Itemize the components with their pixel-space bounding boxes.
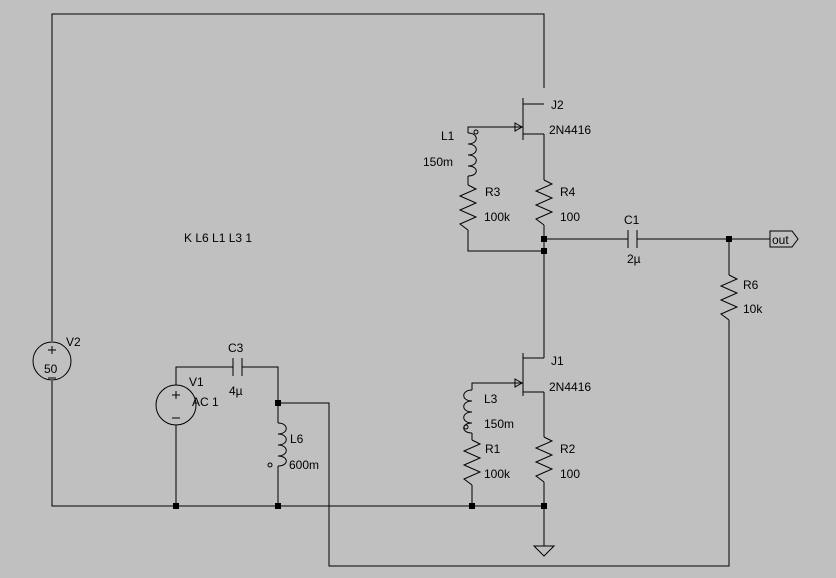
voltage-source-v2-value: 50 (44, 362, 58, 376)
wire-r3-mid (467, 230, 544, 252)
capacitor-c1-name: C1 (624, 213, 640, 227)
jfet-j1[interactable]: J1 2N4416 (514, 353, 591, 396)
ground-icon (532, 545, 556, 557)
resistor-r2-name: R2 (560, 442, 576, 456)
junction-dot (541, 248, 547, 254)
junction-dot (726, 236, 732, 242)
voltage-source-v2[interactable]: 50 V2 (32, 335, 81, 381)
wire-c3-l6 (242, 366, 279, 423)
inductor-l6-coil (277, 422, 287, 467)
jfet-j2-name: J2 (551, 98, 564, 112)
wire-bottom-rail (51, 381, 544, 507)
voltage-source-v1-value: AC 1 (192, 395, 219, 409)
jfet-j2-model: 2N4416 (549, 123, 591, 137)
resistor-r3[interactable]: R3 100k (458, 184, 511, 231)
resistor-r4-value: 100 (560, 210, 580, 224)
out-port-flag (769, 230, 799, 248)
voltage-source-v1-name: V1 (189, 375, 204, 389)
resistor-r4-zigzag (534, 179, 554, 226)
plus-icon (48, 346, 56, 354)
out-port-label: out (772, 233, 789, 247)
wire-top-rail (51, 13, 545, 341)
resistor-r1-zigzag (462, 439, 482, 486)
out-port[interactable]: out (769, 230, 799, 248)
wire-l1-top (467, 126, 490, 133)
inductor-l6-value: 600m (289, 458, 319, 472)
jfet-j2[interactable]: J2 2N4416 (514, 98, 591, 140)
resistor-r3-zigzag (458, 184, 478, 231)
jfet-j2-arrow (514, 122, 524, 132)
spice-directive[interactable]: K L6 L1 L3 1 (184, 231, 252, 245)
resistor-r6[interactable]: R6 10k (719, 274, 763, 321)
junction-dot (275, 503, 281, 509)
inductor-l3[interactable]: L3 150m (463, 389, 514, 434)
resistor-r3-name: R3 (485, 185, 501, 199)
junction-dot (541, 236, 547, 242)
ground-symbol (532, 545, 556, 557)
inductor-l3-name: L3 (484, 392, 498, 406)
inductor-l1[interactable]: L1 150m (423, 129, 479, 177)
capacitor-c3-name: C3 (228, 341, 244, 355)
wire-r6-bottom (278, 320, 730, 567)
capacitor-c3-value: 4µ (229, 384, 243, 398)
junctions (173, 236, 732, 509)
inductor-l1-dot (473, 129, 479, 135)
resistor-r6-zigzag (719, 274, 739, 321)
inductor-l3-dot (463, 424, 469, 430)
resistor-r1[interactable]: R1 100k (462, 439, 511, 486)
resistor-r4[interactable]: R4 100 (534, 179, 580, 226)
wires (51, 13, 770, 567)
capacitor-c3[interactable]: C3 4µ (228, 341, 244, 398)
resistor-r4-name: R4 (560, 185, 576, 199)
inductor-l6-name: L6 (290, 432, 304, 446)
inductor-l3-value: 150m (484, 417, 514, 431)
resistor-r3-value: 100k (484, 210, 511, 224)
capacitor-c1-value: 2µ (627, 252, 641, 266)
jfet-j1-model: 2N4416 (549, 380, 591, 394)
wire-v1-top (175, 366, 233, 385)
resistor-r2-zigzag (534, 436, 554, 483)
voltage-source-v2-body (32, 341, 72, 381)
jfet-j1-name: J1 (551, 354, 564, 368)
inductor-l1-coil (467, 132, 477, 177)
voltage-source-v2-name: V2 (66, 335, 81, 349)
resistor-r2[interactable]: R2 100 (534, 436, 580, 483)
voltage-source-v1[interactable]: V1 AC 1 (155, 375, 219, 426)
capacitor-c1[interactable]: C1 2µ (624, 213, 641, 266)
junction-dot (275, 400, 281, 406)
resistor-r1-value: 100k (484, 467, 511, 481)
inductor-l6-dot (267, 462, 273, 468)
junction-dot (541, 503, 547, 509)
inductor-l1-name: L1 (441, 129, 455, 143)
junction-dot (173, 503, 179, 509)
resistor-r1-name: R1 (485, 442, 501, 456)
voltage-source-v1-body (155, 384, 197, 426)
inductor-l1-value: 150m (423, 155, 453, 169)
resistor-r6-value: 10k (743, 302, 763, 316)
jfet-j1-arrow (514, 378, 524, 388)
inductor-l6[interactable]: L6 600m (267, 422, 319, 472)
resistor-r2-value: 100 (560, 467, 580, 481)
plus-icon (172, 391, 180, 399)
wire-l3-top (471, 382, 490, 390)
resistor-r6-name: R6 (743, 278, 759, 292)
junction-dot (469, 503, 475, 509)
